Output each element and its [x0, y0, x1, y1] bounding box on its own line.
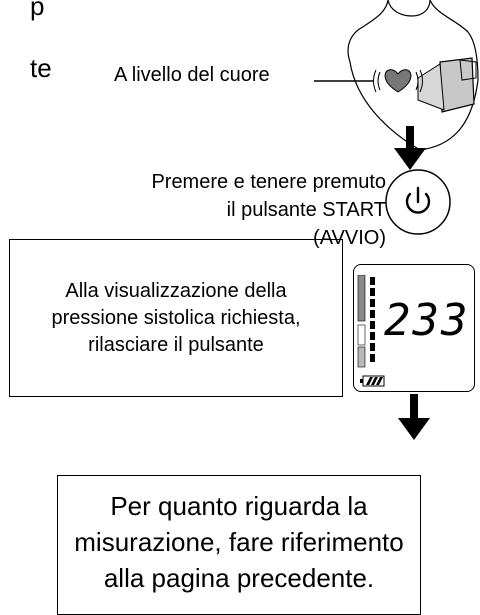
press-instruction: Premere e tenere premuto il pulsante STA…: [151, 171, 386, 249]
down-arrow-icon: [398, 394, 430, 440]
pressure-reading: 233: [384, 295, 470, 346]
lcd-display: 233: [353, 264, 475, 392]
battery-icon: [360, 375, 385, 387]
partial-text-left: te: [30, 53, 52, 83]
release-instruction-text: Alla visualizzazione della pressione sis…: [51, 279, 301, 356]
start-power-button-icon: [385, 169, 451, 235]
heart-level-label: A livello del cuore: [114, 64, 270, 86]
reference-note-text: Per quanto riguarda la misurazione, fare…: [74, 491, 404, 593]
release-instruction-box: Alla visualizzazione della pressione sis…: [9, 239, 343, 397]
arm-cuff-illustration: [314, 0, 479, 151]
down-arrow-icon: [394, 126, 426, 170]
reference-note-box: Per quanto riguarda la misurazione, fare…: [57, 475, 421, 615]
pressure-bar-graph: [357, 275, 375, 368]
partial-text-top: p: [30, 0, 45, 21]
